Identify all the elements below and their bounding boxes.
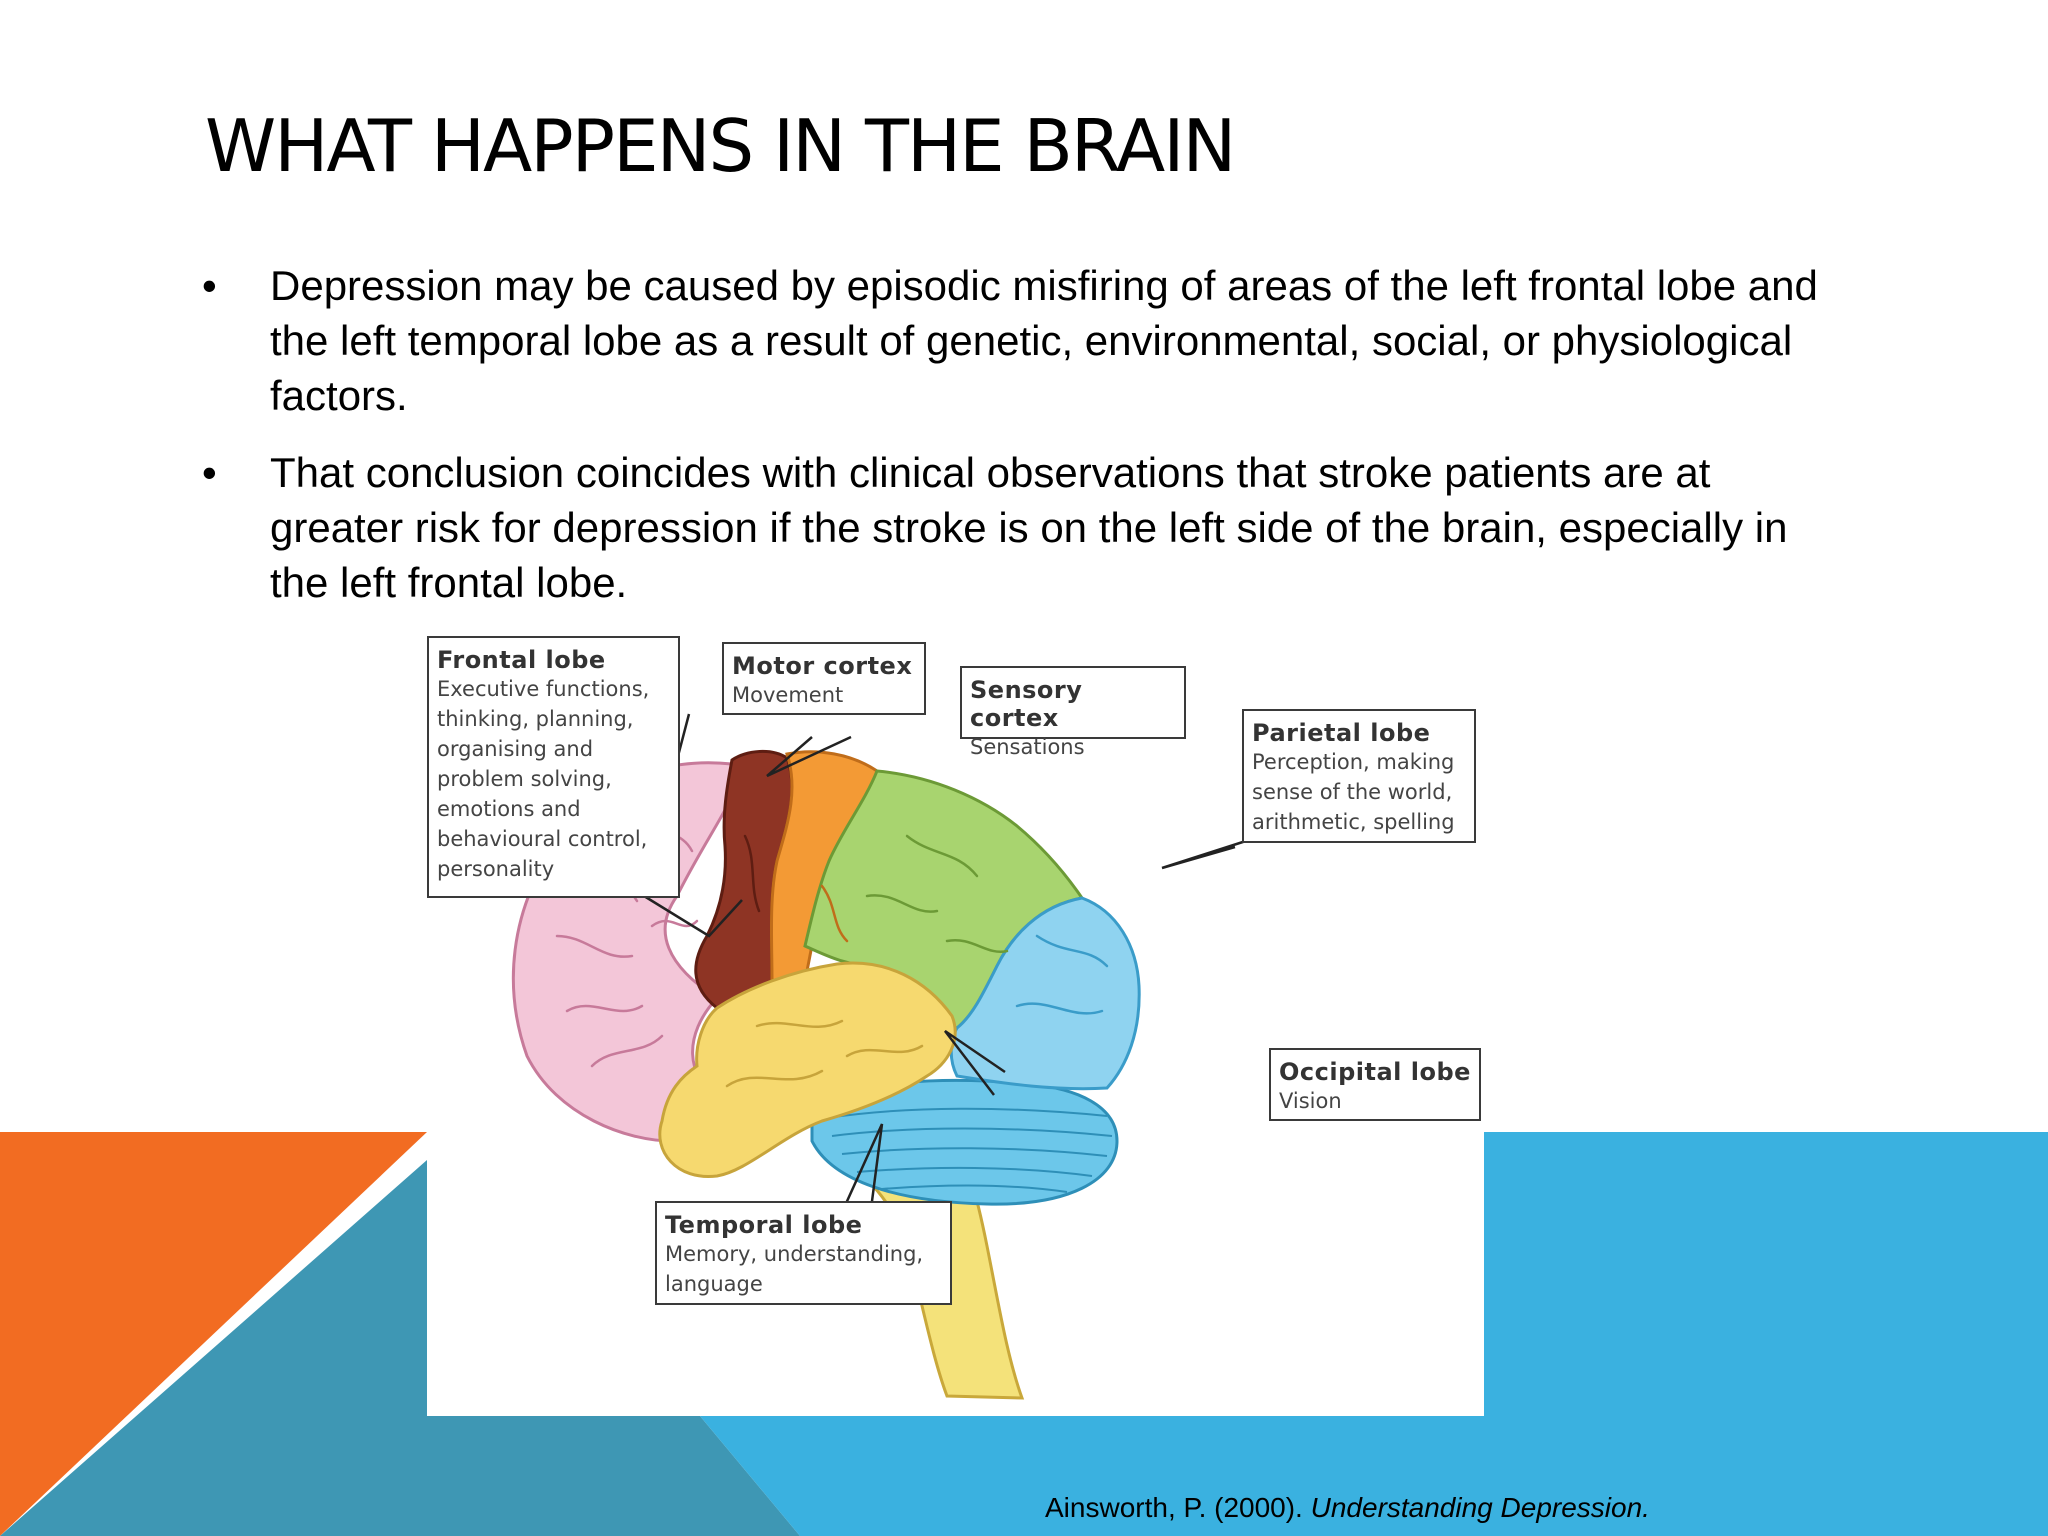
callout-title: Parietal lobe xyxy=(1252,719,1431,747)
callout-description: Sensations xyxy=(970,735,1085,759)
bullet-marker: • xyxy=(202,449,217,496)
callout-frontal-lobe: Frontal lobe Executive functions, thinki… xyxy=(427,636,680,898)
callout-motor-cortex: Motor cortex Movement xyxy=(722,642,926,715)
temporal-lobe xyxy=(658,961,957,1179)
orange-triangle xyxy=(0,1132,427,1536)
callout-temporal-lobe: Temporal lobe Memory, understanding, lan… xyxy=(655,1201,952,1305)
brain-diagram: Frontal lobe Executive functions, thinki… xyxy=(427,636,1484,1416)
blue-band xyxy=(700,1132,2048,1536)
cerebellum-folds xyxy=(826,1107,1113,1193)
callout-title: Frontal lobe xyxy=(437,646,606,674)
bullet-item: • Depression may be caused by episodic m… xyxy=(200,258,1850,423)
callout-parietal-lobe: Parietal lobe Perception, making sense o… xyxy=(1242,709,1476,843)
callout-title: Occipital lobe xyxy=(1279,1058,1471,1086)
callout-description: Movement xyxy=(732,683,844,707)
bullet-list: • Depression may be caused by episodic m… xyxy=(200,258,1850,632)
citation: Ainsworth, P. (2000). Understanding Depr… xyxy=(1045,1492,1650,1524)
occipital-lobe xyxy=(949,896,1141,1091)
callout-description: Executive functions, thinking, planning,… xyxy=(437,677,650,881)
callout-sensory-cortex: Sensory cortex Sensations xyxy=(960,666,1186,759)
bullet-text: That conclusion coincides with clinical … xyxy=(270,449,1788,606)
callout-title: Motor cortex xyxy=(732,652,913,680)
callout-description: Vision xyxy=(1279,1089,1342,1113)
citation-author: Ainsworth, P. (2000). xyxy=(1045,1492,1311,1523)
teal-band xyxy=(0,1160,800,1536)
callout-description: Memory, understanding, language xyxy=(665,1242,924,1296)
bullet-item: • That conclusion coincides with clinica… xyxy=(200,445,1850,610)
bullet-text: Depression may be caused by episodic mis… xyxy=(270,262,1818,419)
callout-title: Sensory cortex xyxy=(970,676,1083,732)
callout-occipital-lobe: Occipital lobe Vision xyxy=(1269,1048,1481,1121)
brain-gyri xyxy=(555,809,1109,1088)
page-title: WHAT HAPPENS IN THE BRAIN xyxy=(205,104,1236,188)
callout-title: Temporal lobe xyxy=(665,1211,863,1239)
callout-description: Perception, making sense of the world, a… xyxy=(1252,750,1455,834)
citation-title: Understanding Depression. xyxy=(1310,1492,1650,1523)
bullet-marker: • xyxy=(202,262,217,309)
